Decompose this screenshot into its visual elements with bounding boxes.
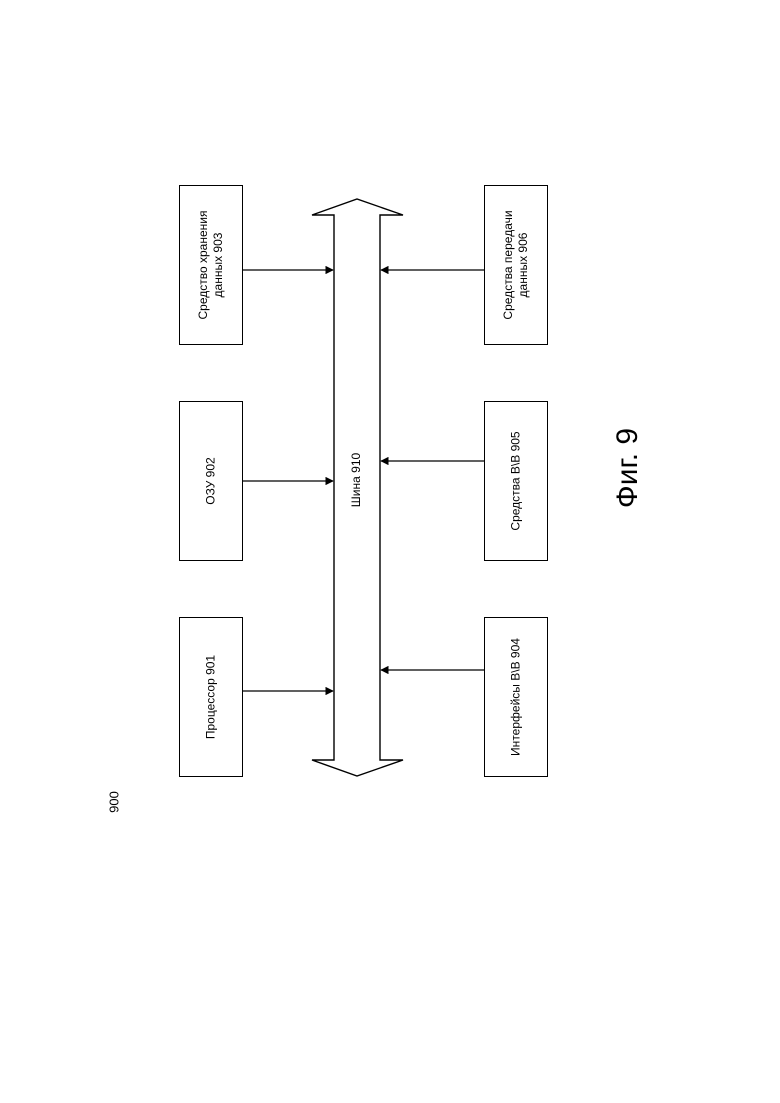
figure-caption: Фиг. 9 (611, 428, 645, 508)
bus-label: Шина 910 (349, 452, 363, 507)
